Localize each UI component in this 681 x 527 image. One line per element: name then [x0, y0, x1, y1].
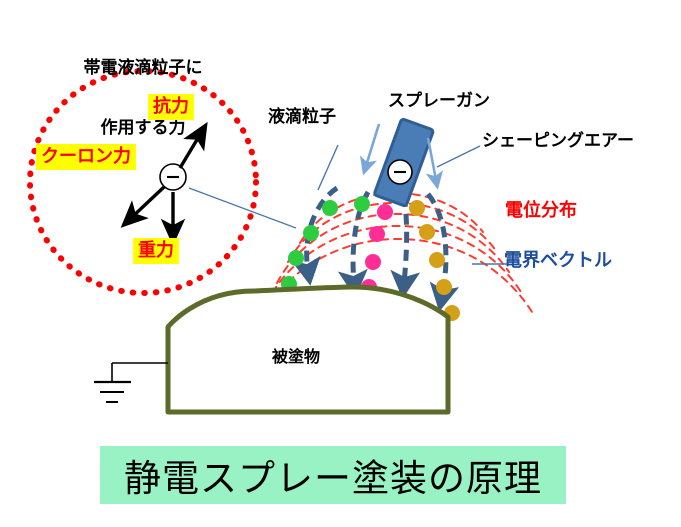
particle-green-1	[322, 200, 338, 216]
shaping-air-arrow-left	[360, 123, 381, 176]
potential-arc-4	[265, 224, 522, 305]
inset-leader-line	[188, 187, 297, 229]
inset-heading-line1: 帯電液滴粒子に	[83, 58, 203, 79]
charged-particle-symbol	[159, 163, 187, 191]
inset-dotted-circle	[27, 68, 259, 296]
droplet-particles-gold	[409, 200, 460, 321]
charged-droplet-inset	[27, 68, 259, 296]
particle-pink-2	[369, 226, 385, 242]
field-vector-label: 電界ベクトル	[504, 250, 612, 271]
potential-arc-2	[287, 201, 498, 263]
drag-force-label: 抗力	[148, 94, 194, 121]
shaping-air-leader-line	[436, 145, 481, 168]
workpiece-shape	[165, 284, 451, 415]
particle-green-4	[288, 250, 304, 266]
field-vector-1	[291, 185, 339, 286]
drag-force-arrow	[178, 121, 208, 169]
spray-gun-charge-symbol	[387, 159, 413, 185]
shaping-air-arrow-right	[425, 137, 444, 190]
droplet-particles-leader-line	[317, 144, 339, 191]
field-vector-3	[390, 195, 421, 299]
droplet-particles-label: 液滴粒子	[268, 107, 336, 127]
particle-pink-1	[377, 204, 393, 220]
shaping-air-label: シェーピングエアー	[482, 131, 634, 151]
potential-arc-3	[276, 212, 510, 284]
page-title: 静電スプレー塗装の原理	[124, 457, 542, 500]
inset-heading: 帯電液滴粒子に 作用する力	[52, 18, 234, 178]
coulomb-force-label: クーロン力	[36, 144, 136, 171]
potential-distribution-label: 電位分布	[505, 200, 577, 221]
gravity-force-label: 重力	[133, 238, 179, 265]
title-banner: 静電スプレー塗装の原理	[100, 446, 566, 504]
particle-gold-3	[429, 252, 445, 268]
workpiece-label: 被塗物	[272, 347, 321, 366]
inset-heading-line2: 作用する力	[100, 118, 186, 139]
ground-symbol	[94, 362, 168, 403]
spray-gun-label: スプレーガン	[388, 91, 490, 111]
particle-green-2	[354, 196, 370, 212]
particle-green-3	[303, 225, 319, 241]
particle-gold-2	[419, 224, 435, 240]
particle-gold-1	[409, 200, 425, 216]
coulomb-force-arrow	[120, 185, 166, 228]
particle-gold-4	[436, 279, 452, 295]
particle-pink-3	[365, 254, 381, 270]
